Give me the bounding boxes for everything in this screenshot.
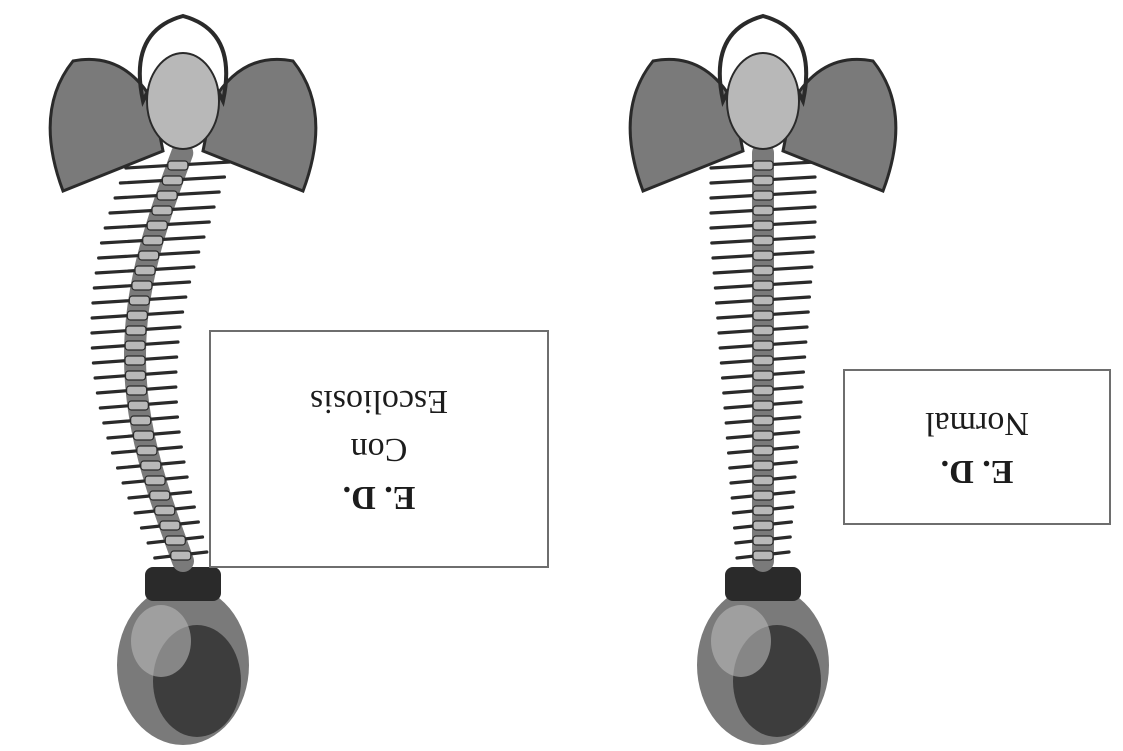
skull (697, 567, 829, 745)
vertebrae (711, 161, 815, 560)
scoliosis-label-line-3: Escoliosis (310, 377, 448, 425)
scoliosis-label-line-1: E. D. (343, 473, 416, 521)
scoliosis-label-box: E. D. Con Escoliosis (209, 330, 549, 568)
normal-label-line-1: E. D. (941, 447, 1014, 495)
normal-label-line-2: Normal (925, 399, 1029, 447)
skull (117, 567, 249, 745)
normal-label-box: E. D. Normal (843, 369, 1111, 525)
scoliosis-label-line-2: Con (351, 425, 408, 473)
